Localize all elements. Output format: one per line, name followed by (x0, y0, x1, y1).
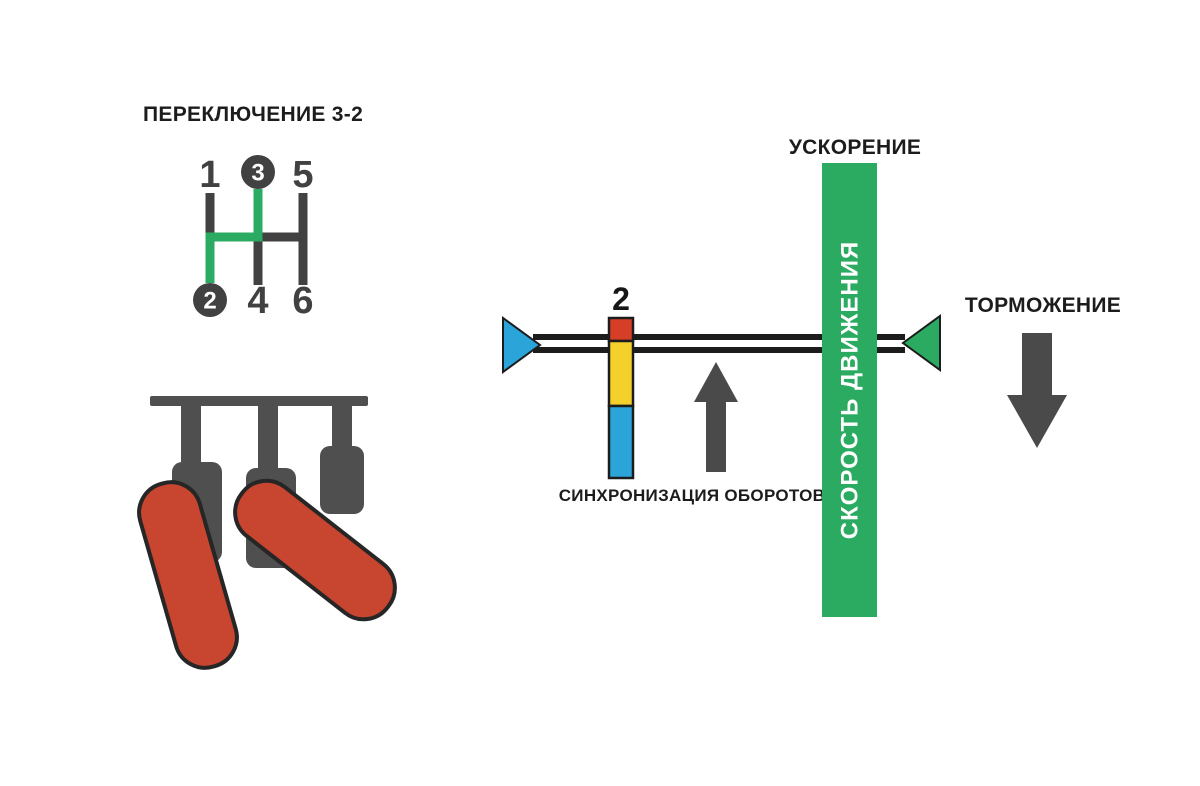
gear-3-circle (241, 155, 275, 189)
slot-gear-1 (205, 193, 215, 241)
speed-axis-label: СКОРОСТЬ ДВИЖЕНИЯ (837, 241, 864, 540)
right-foot-heel-toe (233, 478, 397, 622)
gear-6-label: 6 (292, 280, 313, 322)
gas-pedal-stem (332, 406, 352, 457)
rpm-axis-lines (533, 334, 905, 353)
gear-1-label: 1 (199, 154, 220, 196)
axis-left-triangle (502, 316, 542, 374)
gear-3-label: 3 (251, 160, 264, 187)
shift-path-3-to-2 (205, 189, 263, 283)
braking-down-arrow (1007, 333, 1067, 448)
slot-gear-4 (253, 241, 263, 285)
axis-line-top (533, 334, 905, 340)
rev-zone-red (607, 316, 635, 343)
gear-2-marker-label: 2 (612, 281, 630, 317)
rev-zone-blue (607, 404, 635, 480)
rev-sync-label: СИНХРОНИЗАЦИЯ ОБОРОТОВ (558, 486, 826, 505)
path-down-from-3 (253, 189, 263, 241)
slot-gear-6 (298, 241, 308, 285)
rev-zone-yellow (607, 339, 635, 408)
up-arrow-shaft (706, 402, 726, 472)
rev-range-bar (607, 316, 635, 480)
speed-bar (822, 163, 877, 617)
down-arrow-shaft (1022, 333, 1052, 395)
path-down-to-2 (205, 241, 215, 283)
axis-right-triangle (901, 314, 941, 372)
speed-rev-diagram: 2 СКОРОСТЬ ДВИЖЕНИЯ (502, 163, 1067, 617)
gear-2-circle (193, 283, 227, 317)
slot-gear-5 (298, 193, 308, 241)
pedals-diagram (137, 396, 397, 670)
gear-2-label: 2 (203, 288, 216, 315)
brake-pedal-stem (258, 406, 278, 477)
left-foot (137, 480, 239, 670)
shift-panel-title: ПЕРЕКЛЮЧЕНИЕ 3-2 (143, 103, 364, 126)
acceleration-label: УСКОРЕНИЕ (788, 136, 922, 159)
rev-sync-up-arrow (694, 362, 738, 472)
gas-pedal-pad (320, 446, 364, 514)
braking-label: ТОРМОЖЕНИЕ (964, 294, 1122, 317)
axis-line-bottom (533, 347, 905, 353)
gear-5-label: 5 (292, 154, 313, 196)
path-across-neutral (205, 232, 263, 242)
gear-4-label: 4 (247, 280, 268, 322)
down-arrow-head (1007, 395, 1067, 448)
clutch-pedal-stem (181, 406, 201, 475)
gear-shift-pattern-diagram: 1 5 4 6 3 2 (193, 154, 314, 322)
driver-feet (137, 478, 397, 670)
up-arrow-head (694, 362, 738, 402)
pedal-mount-bar (150, 396, 368, 406)
